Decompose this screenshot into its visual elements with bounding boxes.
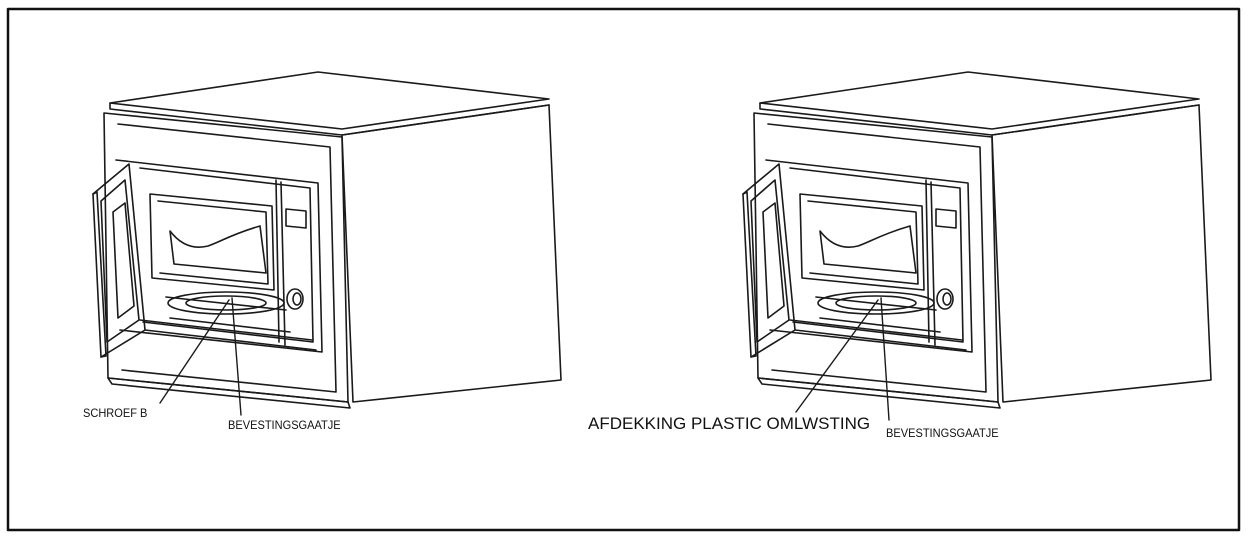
label-screw-b: SCHROEF B <box>83 406 148 420</box>
label-mounting-hole-right: BEVESTINGSGAATJE <box>886 426 999 440</box>
diagram-frame <box>6 7 1241 532</box>
oven-illustration-left <box>92 71 562 416</box>
label-mounting-hole-left: BEVESTINGSGAATJE <box>228 418 341 432</box>
oven-illustration-right <box>742 71 1212 421</box>
label-plastic-cover: AFDEKKING PLASTIC OMLWSTING <box>588 414 871 433</box>
